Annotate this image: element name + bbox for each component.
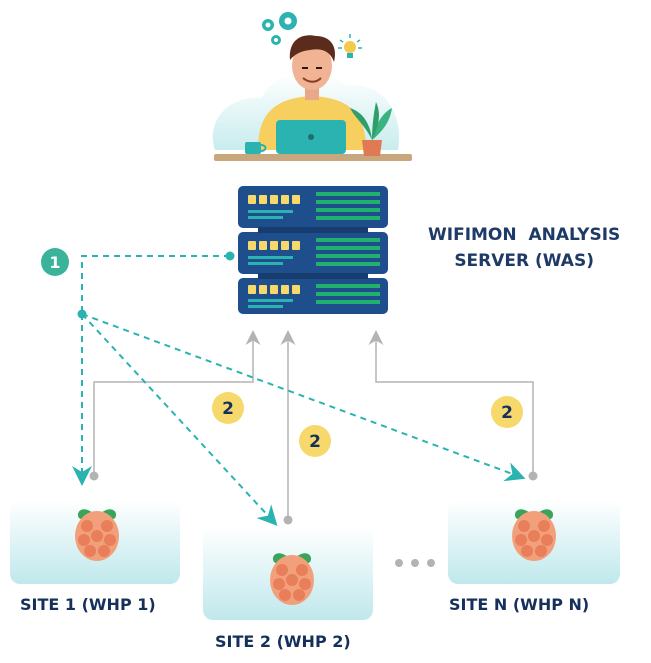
step-2-badge: 2 bbox=[491, 396, 523, 428]
report-line-site-n bbox=[368, 330, 534, 472]
config-line-from-server bbox=[81, 255, 230, 314]
step-2-number: 2 bbox=[501, 403, 513, 423]
step-2-number: 2 bbox=[222, 399, 234, 419]
site-1-label: SITE 1 (WHP 1) bbox=[20, 595, 156, 614]
server-connector-dot bbox=[225, 251, 235, 261]
config-lines bbox=[72, 255, 526, 526]
connector-dot-site-n bbox=[528, 471, 538, 481]
ellipsis-dots bbox=[395, 559, 435, 567]
raspberry-pi-icon bbox=[512, 509, 556, 561]
step-2-badge: 2 bbox=[299, 425, 331, 457]
report-lines bbox=[93, 330, 534, 518]
server-title-line-1: WIFIMON ANALYSIS bbox=[428, 225, 621, 245]
person-at-laptop-icon bbox=[212, 35, 412, 161]
lightbulb-icon bbox=[338, 34, 362, 58]
report-line-site-1 bbox=[93, 330, 261, 472]
site-2-label: SITE 2 (WHP 2) bbox=[215, 632, 351, 651]
raspberry-pi-icon bbox=[270, 553, 314, 605]
connector-dot-site-1 bbox=[89, 471, 99, 481]
config-line-to-site-n bbox=[81, 313, 526, 482]
connector-dot-site-2 bbox=[283, 515, 293, 525]
site-n-label: SITE N (WHP N) bbox=[449, 595, 590, 614]
step-2-badge: 2 bbox=[212, 392, 244, 424]
server-title: WIFIMON ANALYSIS SERVER (WAS) bbox=[428, 222, 620, 274]
step-2-number: 2 bbox=[309, 432, 321, 452]
config-line-to-site-2 bbox=[81, 313, 278, 526]
server-title-line-2: SERVER (WAS) bbox=[454, 251, 594, 271]
step-1-number: 1 bbox=[49, 253, 60, 272]
raspberry-pi-icon bbox=[75, 509, 119, 561]
branch-dot bbox=[77, 309, 87, 319]
step-1-badge: 1 bbox=[41, 248, 69, 276]
server-rack-icon bbox=[238, 186, 388, 314]
gears-icon bbox=[262, 12, 297, 45]
